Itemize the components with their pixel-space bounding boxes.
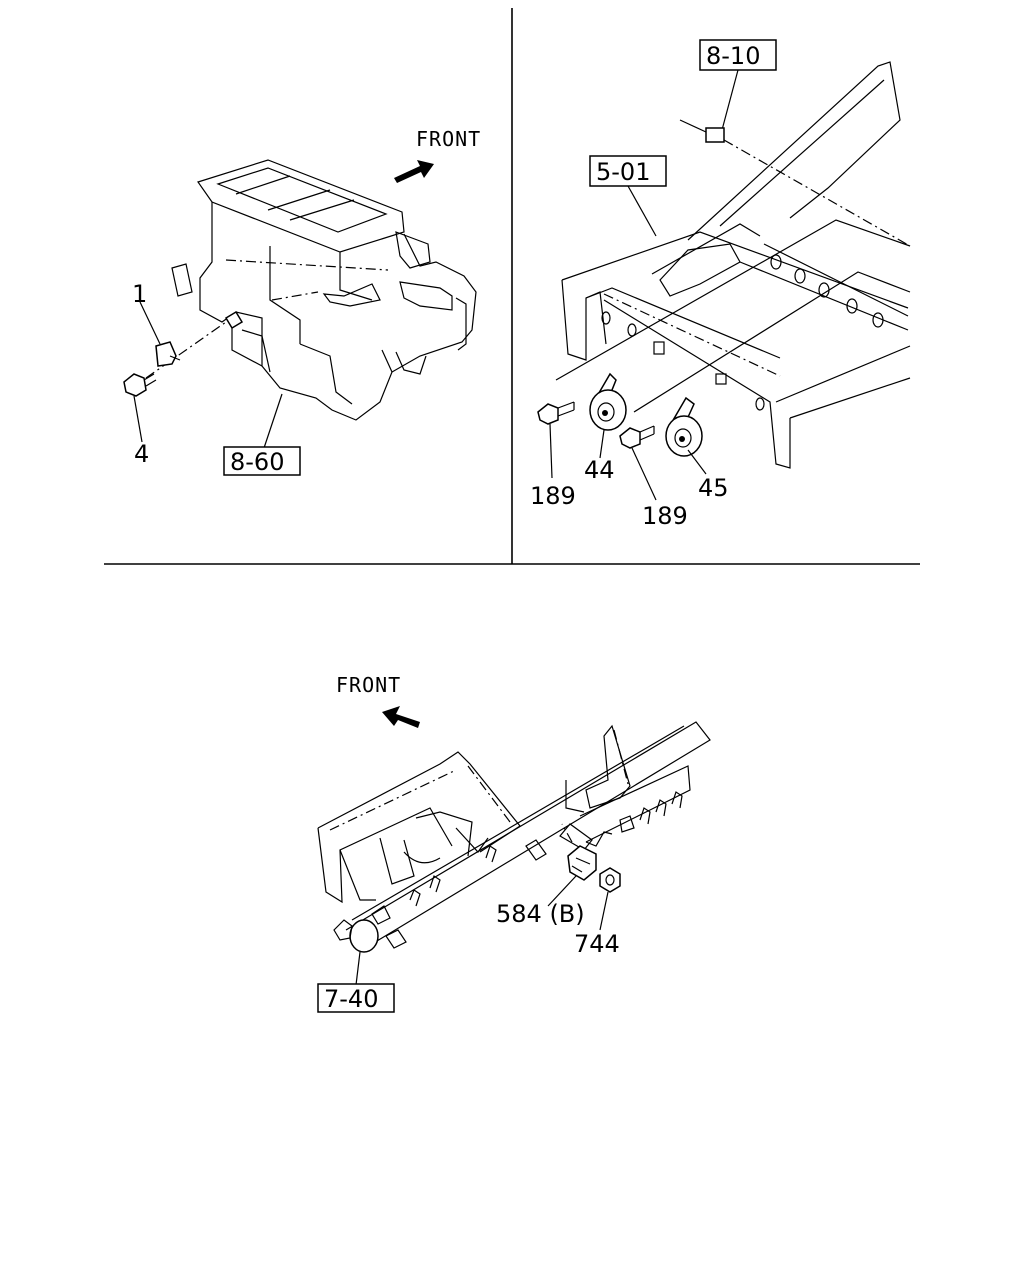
front-arrow-icon xyxy=(382,706,420,728)
panel-top-right: 8-10 5-01 xyxy=(530,39,911,530)
front-label-bottom: FRONT xyxy=(336,673,401,697)
part-584b-sensor xyxy=(561,823,597,881)
callout-189-b: 189 xyxy=(642,502,688,530)
panel-bottom: FRONT xyxy=(317,673,711,1013)
part-744-nut xyxy=(599,867,621,893)
part-4-screw xyxy=(123,373,157,397)
part-1-clip xyxy=(155,341,181,367)
bolt-189-b xyxy=(619,425,655,449)
heater-unit-drawing xyxy=(145,159,477,421)
frame-drawing xyxy=(555,61,911,469)
ref-box-8-60-label: 8-60 xyxy=(230,448,284,476)
horn-44 xyxy=(589,372,627,431)
callout-44: 44 xyxy=(584,456,615,484)
ref-box-7-40 xyxy=(317,983,395,1013)
cross-member-drawing xyxy=(317,721,711,953)
panel-top-left: FRONT xyxy=(123,127,481,476)
callout-744: 744 xyxy=(574,930,620,958)
ref-box-8-10-label: 8-10 xyxy=(706,42,760,70)
callout-1: 1 xyxy=(132,280,147,308)
callout-4: 4 xyxy=(134,440,149,468)
callout-189-a: 189 xyxy=(530,482,576,510)
front-arrow-icon xyxy=(394,160,434,183)
ref-box-5-01-label: 5-01 xyxy=(596,158,650,186)
ref-box-5-01 xyxy=(589,155,667,187)
horn-45 xyxy=(665,396,703,457)
front-label-top: FRONT xyxy=(416,127,481,151)
ref-box-7-40-label: 7-40 xyxy=(324,985,378,1013)
callout-45: 45 xyxy=(698,474,729,502)
bolt-189-a xyxy=(537,401,575,425)
callout-584b: 584 (B) xyxy=(496,900,585,928)
ref-box-8-60 xyxy=(223,446,301,476)
